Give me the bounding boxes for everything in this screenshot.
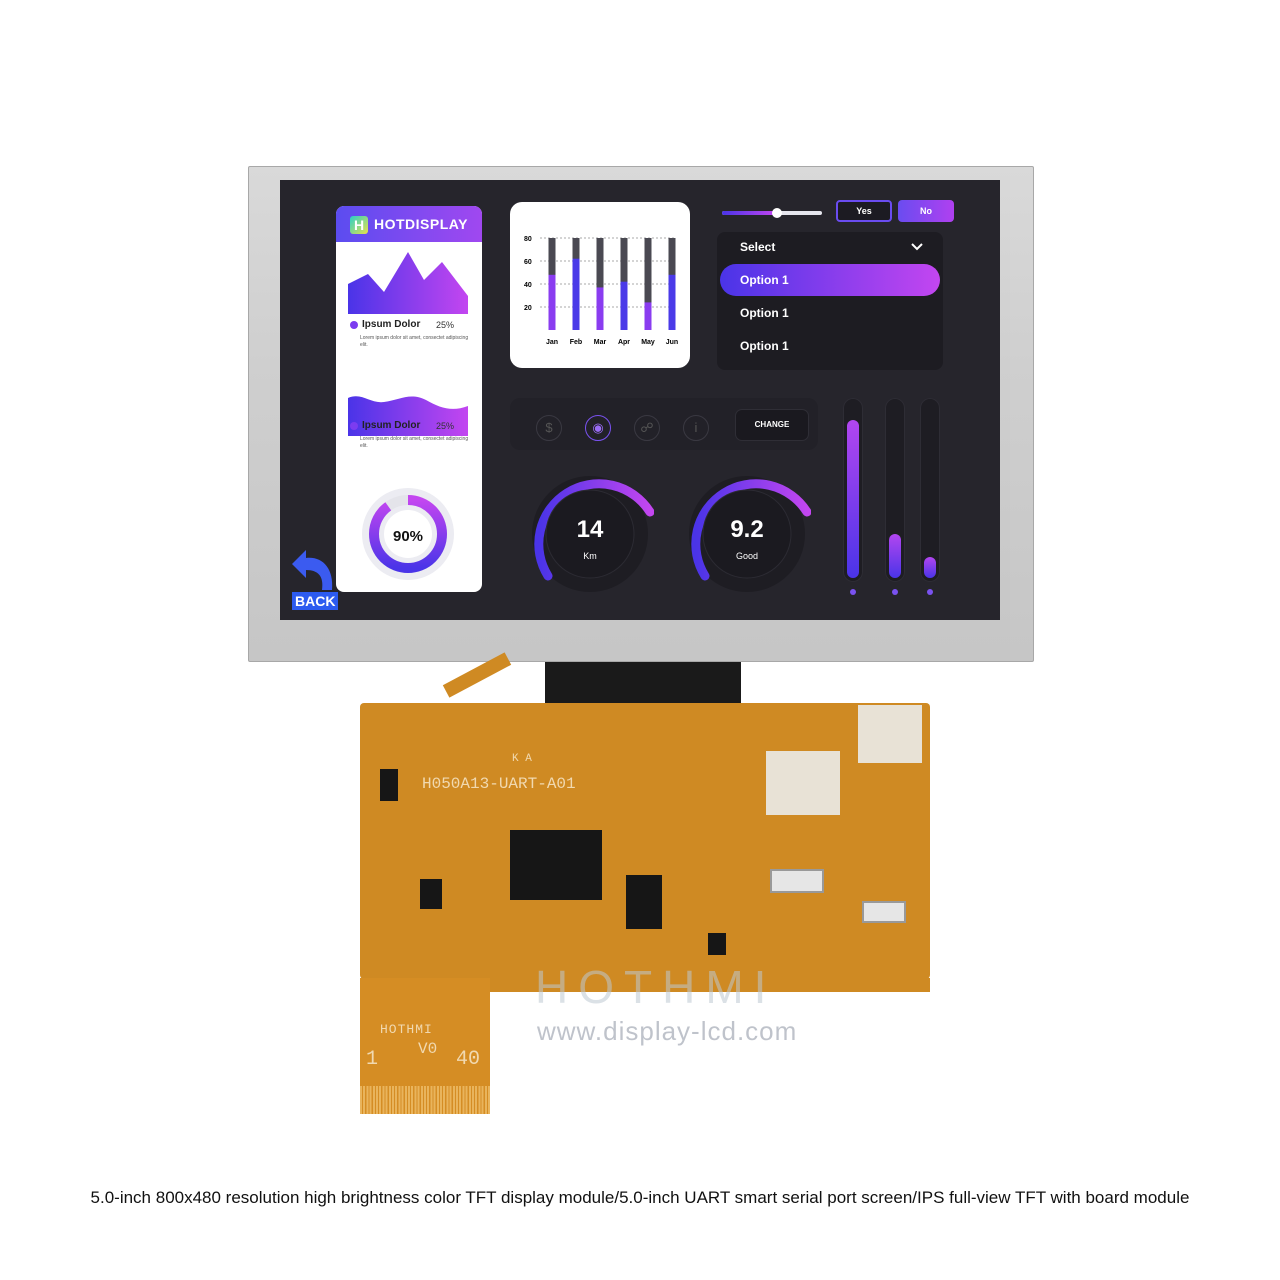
legend-dot (350, 321, 358, 329)
x-tick-label: Jun (666, 339, 678, 346)
dollar-icon[interactable]: $ (536, 415, 562, 441)
solder-pad (766, 751, 840, 815)
cart-icon[interactable]: ☍ (634, 415, 660, 441)
fpc-gold-fingers (360, 1086, 490, 1114)
mountain-area-chart (348, 252, 468, 314)
vertical-slider[interactable] (885, 398, 905, 582)
back-arrow-icon[interactable] (288, 548, 338, 592)
legend-label-2: Ipsum Dolor (362, 420, 421, 431)
legend-label-1: Ipsum Dolor (362, 319, 421, 330)
yes-button[interactable]: Yes (836, 200, 892, 222)
lcd-screen: H HOTDISPLAY Ipsum Dolor 25% Lorem ipsum… (280, 180, 1000, 620)
select-dropdown[interactable]: Select Option 1 Option 1 Option 1 (717, 232, 943, 370)
gauge-value-1: 14 (576, 516, 604, 543)
option-item[interactable]: Option 1 (740, 273, 789, 287)
legend-value-2: 25% (436, 421, 455, 431)
brand-logo-icon: H (350, 216, 368, 234)
horizontal-slider[interactable] (722, 205, 826, 221)
x-tick-label: Feb (570, 339, 582, 346)
brand-name: HOTDISPLAY (374, 216, 468, 232)
inductor (420, 879, 442, 909)
x-tick-label: Jan (546, 339, 558, 346)
x-tick-label: Mar (594, 339, 607, 346)
option-item[interactable]: Option 1 (740, 339, 789, 353)
x-tick-label: May (641, 339, 655, 346)
board-model-silk: H050A13-UART-A01 (422, 775, 576, 793)
option-item[interactable]: Option 1 (740, 306, 789, 320)
uart-connector (770, 869, 824, 893)
rating-gauge (689, 476, 811, 592)
mcu-chip (510, 830, 602, 900)
option-highlight[interactable] (720, 264, 940, 296)
donut-gauge (362, 488, 454, 580)
pin-last-silk: 40 (456, 1048, 481, 1071)
distance-gauge (532, 476, 654, 592)
y-tick-label: 80 (524, 236, 532, 243)
legend-text-2: Lorem ipsum dolor sit amet, consectet ad… (360, 436, 469, 449)
stats-card: H HOTDISPLAY Ipsum Dolor 25% Lorem ipsum… (336, 206, 482, 592)
bar-value (644, 302, 652, 330)
y-tick-label: 20 (524, 305, 532, 312)
user-icon[interactable]: ◉ (585, 415, 611, 441)
no-button[interactable]: No (898, 200, 954, 222)
product-caption: 5.0-inch 800x480 resolution high brightn… (90, 1188, 1190, 1207)
select-label[interactable]: Select (740, 240, 776, 254)
vertical-slider-fill (847, 420, 859, 578)
reset-switch (708, 933, 726, 955)
flash-chip (626, 875, 662, 929)
watermark-brand: HOTHMI (535, 961, 777, 1013)
slider-indicator-dot (927, 589, 933, 595)
card-header: H HOTDISPLAY (336, 206, 482, 242)
slider-indicator-dot (892, 589, 898, 595)
legend-value-1: 25% (436, 320, 455, 330)
bar-background (596, 238, 604, 330)
info-icon[interactable]: i (683, 415, 709, 441)
board-bottom-edge (490, 978, 930, 992)
driver-board: H050A13-UART-A01 K A (360, 703, 930, 979)
solder-pad (858, 705, 922, 763)
watermark-url: www.display-lcd.com (537, 1016, 798, 1046)
gauge-value-2: 9.2 (730, 516, 764, 543)
y-tick-label: 60 (524, 259, 532, 266)
bar-background (644, 238, 652, 330)
vertical-slider[interactable] (920, 398, 940, 582)
x-tick-label: Apr (618, 339, 630, 346)
y-tick-label: 40 (524, 282, 532, 289)
gauge-unit-1: Km (583, 551, 597, 561)
legend-text-1: Lorem ipsum dolor sit amet, consectet ad… (360, 335, 469, 348)
legend-dot (350, 422, 358, 430)
change-button[interactable]: CHANGE (736, 410, 808, 440)
bar-value (620, 281, 628, 330)
backlight-silk: K A (512, 753, 532, 765)
slider-indicator-dot (850, 589, 856, 595)
bar-value (668, 274, 676, 330)
tail-version-silk: V0 (418, 1040, 438, 1058)
vertical-slider[interactable] (843, 398, 863, 582)
bar-value (596, 287, 604, 330)
gauge-unit-2: Good (735, 551, 759, 561)
tail-brand-silk: HOTHMI (380, 1022, 433, 1037)
fpc-tail: HOTHMI V0 1 40 (360, 978, 490, 1114)
diode (380, 769, 398, 801)
chevron-down-icon[interactable] (911, 242, 923, 252)
vertical-slider-fill (889, 534, 901, 578)
back-button[interactable]: BACK (292, 592, 339, 610)
fpc-cable (545, 662, 741, 706)
wave-area-chart (348, 396, 468, 436)
donut-label: 90% (392, 528, 424, 545)
bar-value (572, 258, 580, 330)
pin-first-silk: 1 (366, 1048, 379, 1071)
power-connector (862, 901, 906, 923)
vertical-slider-fill (924, 557, 936, 578)
bar-value (548, 274, 556, 330)
